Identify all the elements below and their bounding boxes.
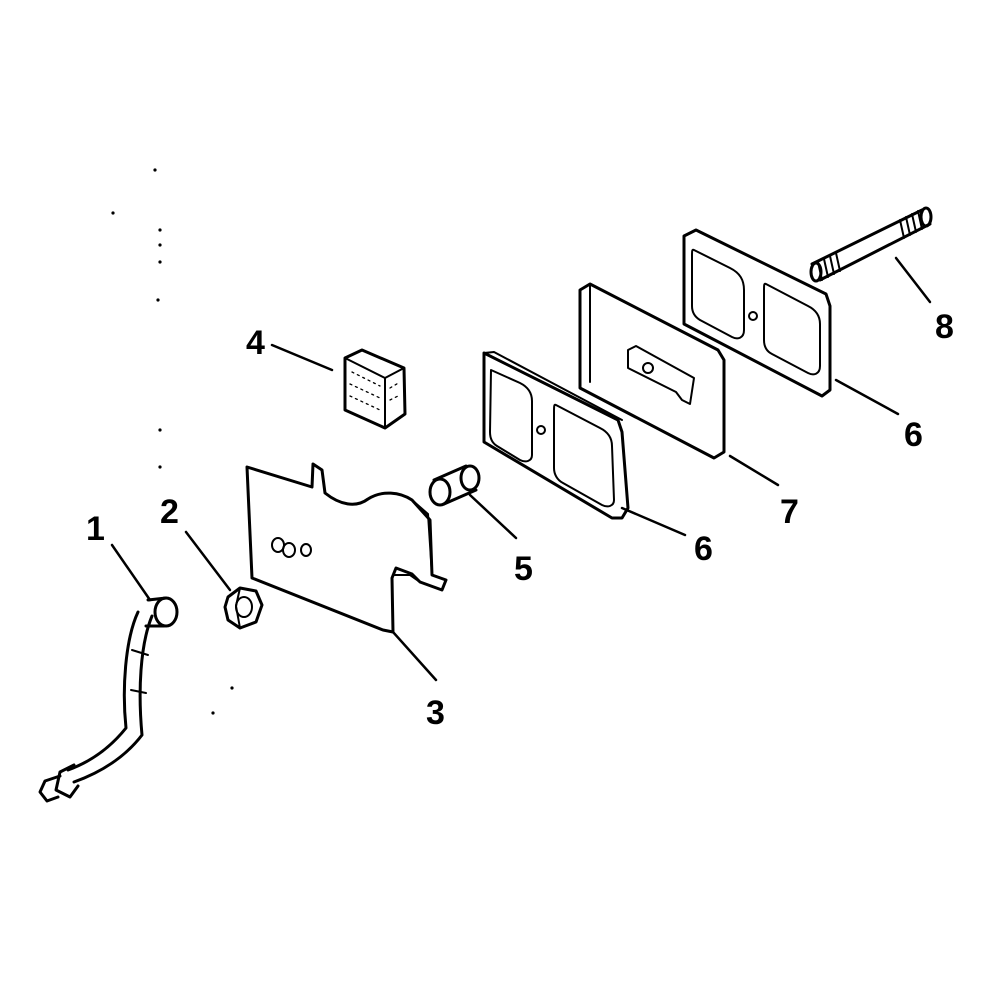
part-4-block [343, 348, 407, 430]
callouts: 1 2 3 4 5 6 7 6 8 [86, 308, 954, 732]
callout-2: 2 [160, 493, 179, 531]
callout-3: 3 [426, 694, 445, 732]
part-7-plate [578, 282, 726, 460]
part-3-bracket-plate [245, 462, 448, 634]
part-1-bent-tube [38, 596, 179, 803]
leader-1 [110, 543, 152, 602]
scan-dots [111, 168, 234, 715]
callout-5: 5 [514, 550, 533, 588]
leader-6-lower [620, 506, 687, 537]
callout-8: 8 [935, 308, 954, 346]
leader-7 [728, 454, 780, 487]
leader-5 [468, 493, 518, 540]
leader-4 [270, 343, 334, 372]
callout-6-lower: 6 [694, 530, 713, 568]
leader-2 [184, 530, 232, 592]
part-8-stud [809, 206, 933, 283]
callout-6-upper: 6 [904, 416, 923, 454]
part-5-sleeve [428, 464, 481, 507]
leader-6-upper [834, 378, 900, 416]
callout-7: 7 [780, 493, 799, 531]
part-6-gasket-upper [682, 228, 832, 398]
callout-1: 1 [86, 510, 105, 548]
callout-4: 4 [246, 324, 265, 362]
part-2-nut [223, 586, 264, 630]
part-6-gasket-lower [482, 351, 630, 520]
leader-lines [110, 256, 932, 682]
leader-8 [894, 256, 932, 304]
leader-3 [391, 630, 438, 682]
